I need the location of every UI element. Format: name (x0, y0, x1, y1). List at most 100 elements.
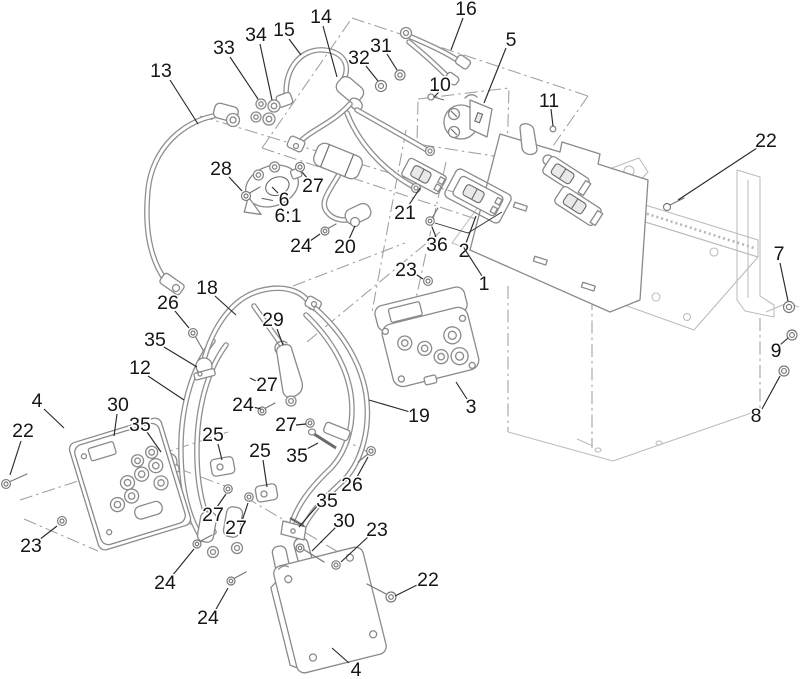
callout-9-24: 9 (771, 340, 782, 362)
part-24-bolt-d (226, 571, 247, 586)
part-24-bolt-c (192, 534, 213, 549)
callout-35-38: 35 (129, 414, 151, 436)
leader-line-27-13 (301, 171, 309, 180)
cable-core (145, 112, 228, 283)
part-3-control-module (374, 286, 480, 388)
callout-24-50: 24 (154, 572, 176, 594)
leader-line-4-35 (43, 408, 65, 429)
part-6-solenoid (243, 161, 303, 216)
leader-line-18-28 (214, 295, 237, 316)
callout-11-10: 11 (539, 90, 559, 112)
callout-24-51: 24 (197, 607, 219, 629)
callout-23-48: 23 (366, 519, 388, 541)
callout-31-6: 31 (370, 35, 392, 57)
callout-21-18: 21 (394, 202, 416, 224)
callout-24-16: 24 (290, 235, 312, 257)
part-35-clamp-a (193, 357, 216, 381)
leader-line-19-27 (368, 399, 411, 413)
part-22-bolt-bottom (366, 583, 397, 603)
part-1-switch-bracket (469, 123, 649, 313)
part-26-bolt-b (357, 446, 376, 463)
part-27-nut-c (305, 418, 315, 428)
leader-line-31-6 (386, 53, 398, 71)
callout-27-41: 27 (275, 414, 297, 436)
leader-line-24-16 (309, 233, 321, 242)
leader-line-32-5 (365, 65, 379, 82)
leader-line-27-45 (241, 502, 249, 522)
part-26-bolt-a (188, 328, 204, 351)
leader-line-35-31 (163, 346, 198, 368)
callout-1-22: 1 (479, 273, 490, 295)
cable-core (355, 108, 429, 152)
part-25-clamp-b (254, 483, 279, 503)
leader-line-35-42 (304, 442, 319, 451)
part-13-battery-cable (144, 102, 241, 296)
part-15-cable (275, 47, 365, 111)
callout-4-35: 4 (32, 390, 43, 412)
leader-line-21-18 (408, 187, 421, 206)
leader-line-23-48 (340, 535, 370, 563)
callout-25-39: 25 (202, 424, 224, 446)
leader-line-27-41 (295, 423, 307, 426)
callout-10-9: 10 (429, 74, 451, 96)
part-30-bolt-b (295, 543, 325, 563)
leader-line-28-12 (228, 176, 243, 192)
leader-line-35-38 (146, 431, 162, 453)
leader-line-13-0 (169, 79, 199, 125)
leader-line-15-3 (288, 38, 302, 56)
callout-12-32: 12 (129, 357, 151, 379)
callout-27-13: 27 (302, 175, 324, 197)
leader-line-9-24 (779, 337, 789, 346)
leader-line-2-20 (465, 215, 477, 244)
part-36-bolt (425, 207, 503, 234)
leader-line-29-30 (276, 328, 284, 346)
callout-23-21: 23 (395, 259, 417, 281)
part-23-nut-b (331, 560, 341, 570)
leader-line-11-10 (550, 108, 554, 127)
callout-4-52: 4 (351, 659, 362, 679)
part-25-clamp-a (209, 456, 236, 477)
leader-line-27-44 (216, 493, 227, 508)
leader-line-12-32 (147, 375, 185, 401)
part-21-rocker-switch (401, 157, 447, 195)
part-9-bolt (786, 329, 798, 341)
callout-24-34: 24 (232, 394, 254, 416)
cable-core (199, 286, 313, 375)
part-20-fusible-link (313, 142, 372, 228)
leader-line-14-4 (322, 25, 338, 78)
leader-line-26-29 (174, 310, 190, 329)
callout-25-40: 25 (249, 440, 271, 462)
leader-line-27-33 (249, 377, 259, 383)
callout-15-3: 15 (273, 19, 295, 41)
part-35-bracket-d (280, 516, 307, 541)
leader-line-22-36 (9, 440, 22, 476)
callout-13-0: 13 (150, 60, 172, 82)
leader-line-34-2 (259, 43, 273, 101)
leader-line-24-50 (171, 548, 195, 577)
leader-line-20-17 (348, 225, 356, 240)
callout-22-36: 22 (12, 420, 34, 442)
part-23-nut-c (57, 516, 67, 526)
callout-36-19: 36 (426, 234, 448, 256)
callout-23-49: 23 (20, 535, 42, 557)
cable-core (284, 48, 348, 104)
callout-7-23: 7 (774, 243, 785, 265)
callout-28-12: 28 (210, 158, 232, 180)
leader-line-6-14 (271, 186, 279, 194)
leader-line-23-49 (38, 525, 58, 541)
cable-core (345, 111, 414, 188)
callout-2-20: 2 (459, 240, 470, 262)
callout-26-43: 26 (341, 474, 363, 496)
callout-27-33: 27 (256, 374, 278, 396)
callout-35-31: 35 (144, 329, 166, 351)
callout-35-46: 35 (316, 490, 338, 512)
part-32-washer (374, 79, 388, 93)
part-7-nut (782, 300, 796, 314)
callout-27-45: 27 (225, 517, 247, 539)
callout-3-26: 3 (466, 396, 477, 418)
part-35-pin-c (307, 421, 351, 450)
callout-18-28: 18 (196, 277, 218, 299)
part-16-cable (399, 26, 472, 86)
callout-14-4: 14 (310, 6, 332, 28)
callout-34-2: 34 (245, 24, 267, 46)
